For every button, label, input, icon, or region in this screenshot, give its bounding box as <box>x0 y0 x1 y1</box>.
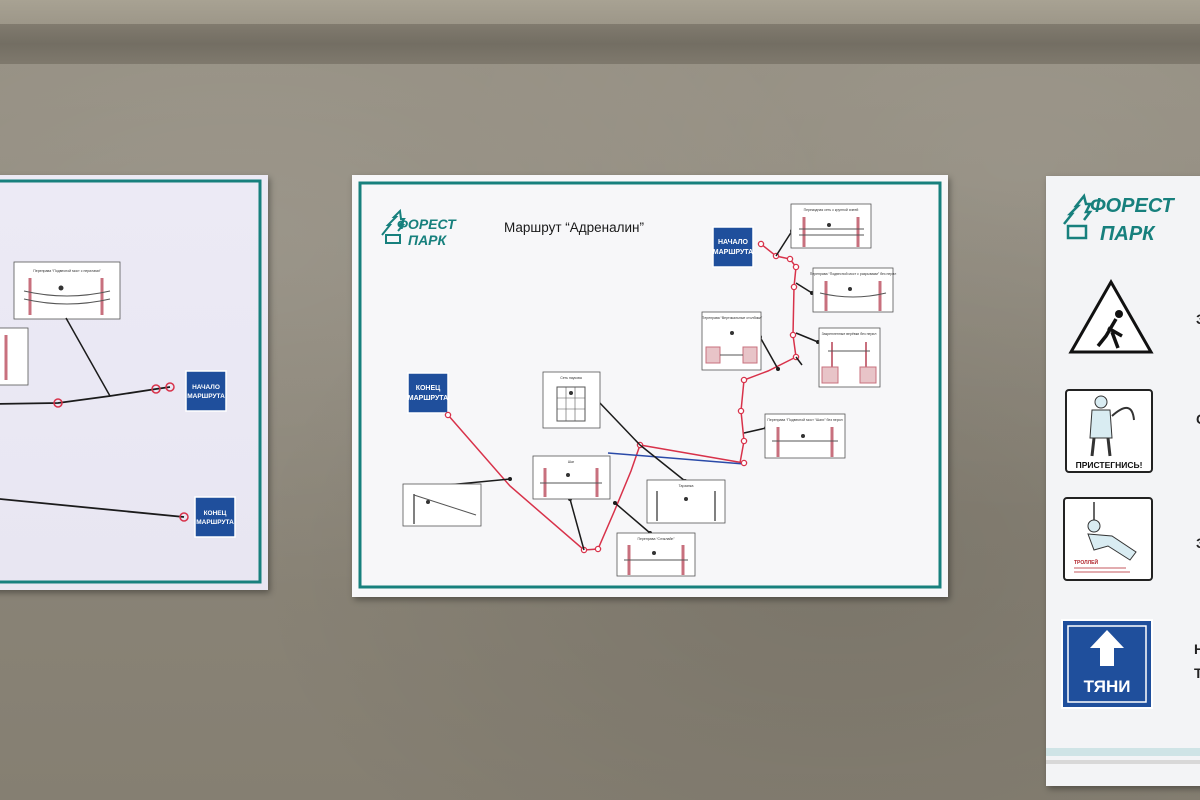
svg-text:КОНЕЦ: КОНЕЦ <box>416 385 441 392</box>
station-steps-bridge: Переправа “Подвесной мост “Шаги” без пер… <box>764 413 846 459</box>
station-vertical-posts: Переправа “Вертикальные столбики” <box>701 311 763 371</box>
poster-frame <box>358 181 942 589</box>
left-route-poster: Переправа “Подвесной мост с перилами” НА… <box>0 175 268 590</box>
left-station-label: Переправа “Подвесной мост с перилами” <box>33 269 101 273</box>
svg-text:КОНЕЦ: КОНЕЦ <box>204 510 227 517</box>
station-connectors <box>436 230 819 551</box>
up-arrow-icon <box>1090 630 1124 666</box>
end-sign: КОНЕЦ МАРШРУТА <box>407 372 449 414</box>
svg-text:ТЯНИ: ТЯНИ <box>1084 677 1131 696</box>
forest-park-logo: ФОРЕСТ ПАРК <box>381 208 457 248</box>
pull-sign: ТЯНИ <box>1061 619 1153 709</box>
route-path <box>447 243 797 551</box>
route-nodes <box>444 240 800 554</box>
left-poster-map: Переправа “Подвесной мост с перилами” НА… <box>0 179 262 584</box>
warning-triangle-icon <box>1068 278 1154 354</box>
station-broken-bridge: Переправа “Подвесной мост с разрывами” б… <box>810 267 897 313</box>
right-forest-park-logo: ФОРЕСТ ПАРК <box>1063 193 1176 245</box>
svg-text:МАРШРУТА: МАРШРУТА <box>187 393 225 400</box>
svg-text:Закрепленные верёвки без перил: Закрепленные верёвки без перил <box>822 332 877 336</box>
svg-text:ФОРЕСТ: ФОРЕСТ <box>1090 195 1176 217</box>
svg-text:Т: Т <box>1194 665 1200 681</box>
station-spider-net: Сеть паукова <box>542 371 601 429</box>
left-end-sign: КОНЕЦ МАРШРУТА <box>194 496 236 538</box>
svg-text:Шаг: Шаг <box>568 460 575 464</box>
start-sign: НАЧАЛО МАРШРУТА <box>712 226 754 268</box>
svg-text:ПАРК: ПАРК <box>1100 223 1156 245</box>
main-route-poster: ФОРЕСТ ПАРК Маршрут “Адреналин” НАЧАЛО М… <box>352 175 948 597</box>
fasten-harness-icon: ПРИСТЕГНИСЬ! <box>1065 389 1153 473</box>
svg-text:НАЧАЛО: НАЧАЛО <box>192 384 220 391</box>
route-blue-segment <box>607 452 745 465</box>
svg-text:МАРШРУТА: МАРШРУТА <box>408 395 448 402</box>
left-poster-frame <box>0 179 262 584</box>
station-slackline: Переправа “Слэклайн” <box>616 532 696 577</box>
route-title: Маршрут “Адреналин” <box>504 220 644 235</box>
poster-bottom-band <box>1046 748 1200 756</box>
svg-text:З: З <box>1196 535 1200 551</box>
left-route-line-lower <box>0 498 185 518</box>
station-step: Шаг <box>532 455 611 500</box>
station-net: Перекидная сеть с крупной ячеей <box>790 203 872 249</box>
station-tarzan-swing: Тарзанка <box>646 479 726 524</box>
svg-text:З: З <box>1196 311 1200 327</box>
station-zipline <box>402 483 482 527</box>
logo-text-line1: ФОРЕСТ <box>397 216 457 232</box>
left-start-sign: НАЧАЛО МАРШРУТА <box>185 370 227 412</box>
right-safety-poster: ФОРЕСТ ПАРК З ПРИСТЕГНИСЬ! С ТРОЛЛЕЙ <box>1046 176 1200 786</box>
logo-text-line2: ПАРК <box>408 232 448 248</box>
station-fixed-ropes: Закрепленные верёвки без перил <box>818 327 881 388</box>
left-route-line <box>0 386 171 405</box>
trolley-harness-icon: ТРОЛЛЕЙ <box>1063 497 1153 581</box>
route-map: ФОРЕСТ ПАРК Маршрут “Адреналин” НАЧАЛО М… <box>358 181 942 589</box>
wall-upper-ledge <box>0 0 1200 28</box>
left-station-bridge: Переправа “Подвесной мост с перилами” <box>13 261 121 320</box>
wall-groove <box>0 24 1200 64</box>
svg-text:МАРШРУТА: МАРШРУТА <box>196 519 234 526</box>
safety-poster-art: ФОРЕСТ ПАРК З ПРИСТЕГНИСЬ! С ТРОЛЛЕЙ <box>1046 193 1200 764</box>
svg-text:С: С <box>1196 411 1200 427</box>
svg-text:МАРШРУТА: МАРШРУТА <box>713 249 753 256</box>
svg-text:Сеть паукова: Сеть паукова <box>560 376 582 380</box>
svg-text:Переправа “Вертикальные столби: Переправа “Вертикальные столбики” <box>702 316 763 320</box>
svg-text:Тарзанка: Тарзанка <box>679 484 694 488</box>
left-station-partial <box>0 327 29 386</box>
svg-text:ПРИСТЕГНИСЬ!: ПРИСТЕГНИСЬ! <box>1076 460 1143 470</box>
svg-text:Перекидная сеть с крупной ячее: Перекидная сеть с крупной ячеей <box>804 208 859 212</box>
left-connector <box>65 317 111 397</box>
svg-text:Н: Н <box>1194 641 1200 657</box>
connector-dots <box>435 229 820 535</box>
svg-text:ТРОЛЛЕЙ: ТРОЛЛЕЙ <box>1074 558 1098 566</box>
svg-text:Переправа “Подвесной мост с ра: Переправа “Подвесной мост с разрывами” б… <box>810 272 897 276</box>
svg-text:Переправа “Подвесной мост “Шаг: Переправа “Подвесной мост “Шаги” без пер… <box>767 418 842 422</box>
svg-text:Переправа “Слэклайн”: Переправа “Слэклайн” <box>637 537 675 541</box>
svg-text:НАЧАЛО: НАЧАЛО <box>718 239 749 246</box>
